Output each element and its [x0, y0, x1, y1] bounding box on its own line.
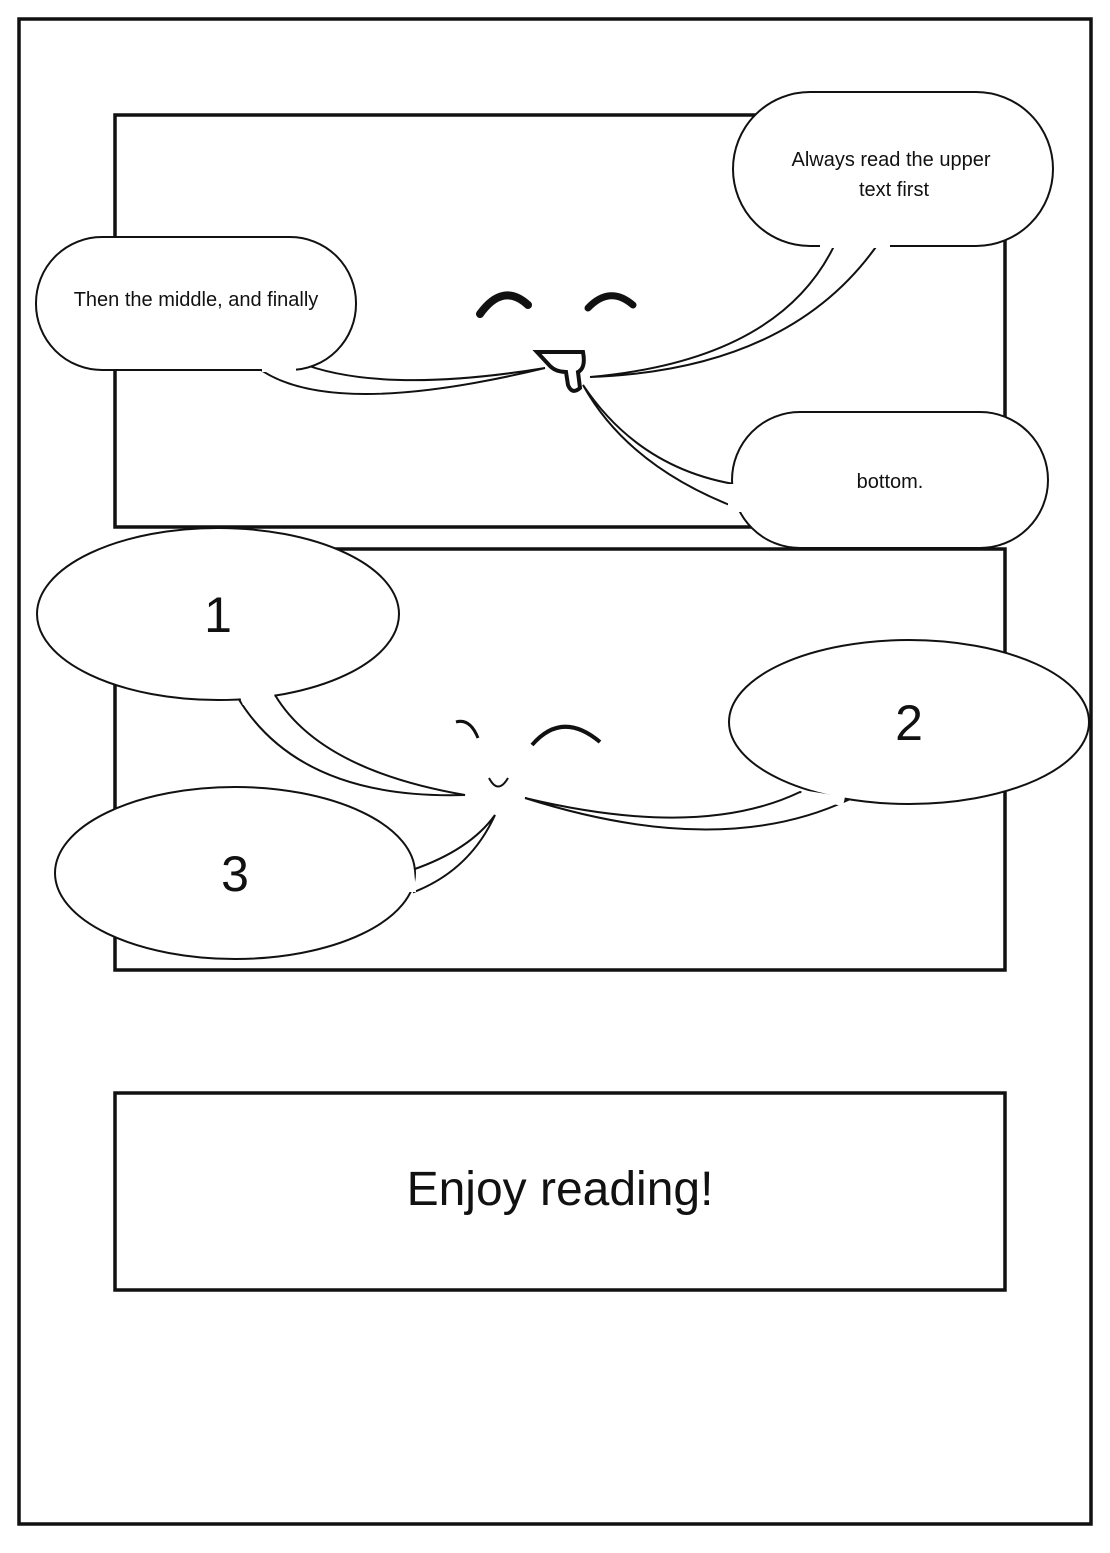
bubble-number: 3 [221, 846, 249, 902]
bubble-text: Then the middle, and finally [74, 289, 319, 311]
right-eye-icon [584, 292, 637, 312]
speech-bubble-2: 2 [524, 639, 1090, 831]
bubble-number: 1 [204, 587, 232, 643]
bubble-tail [589, 243, 880, 378]
mouth-icon [488, 777, 509, 788]
bubble-tail [255, 360, 546, 395]
panel-2: 1 2 3 [36, 527, 1090, 972]
bubble-text: Always read the upper [791, 149, 990, 171]
page-border [17, 17, 1093, 1526]
speech-bubble-left: Then the middle, and finally [35, 236, 546, 395]
speech-bubble-top-right: Always read the upper text first [589, 91, 1054, 378]
speech-bubble-1: 1 [36, 527, 466, 797]
bubble-number: 2 [895, 695, 923, 751]
panel-1: Always read the upper text first Then th… [35, 91, 1054, 549]
panel-3-frame [113, 1091, 1007, 1292]
caption-text: Enjoy reading! [407, 1163, 714, 1216]
bubble-tail [410, 814, 496, 894]
bubble-tail [236, 693, 466, 797]
speech-bubble-3: 3 [54, 786, 496, 960]
right-eye-icon [530, 724, 602, 747]
mouth-icon [532, 350, 586, 393]
left-eye-icon [476, 291, 532, 318]
speech-bubble-bottom-right: bottom. [582, 384, 1049, 549]
bubble-tail [582, 384, 750, 514]
bubble-text: bottom. [857, 471, 924, 493]
panel-3: Enjoy reading! [113, 1091, 1007, 1292]
bubble-text: text first [859, 179, 929, 201]
left-eye-icon [455, 719, 480, 739]
bubble-tail [524, 790, 852, 831]
